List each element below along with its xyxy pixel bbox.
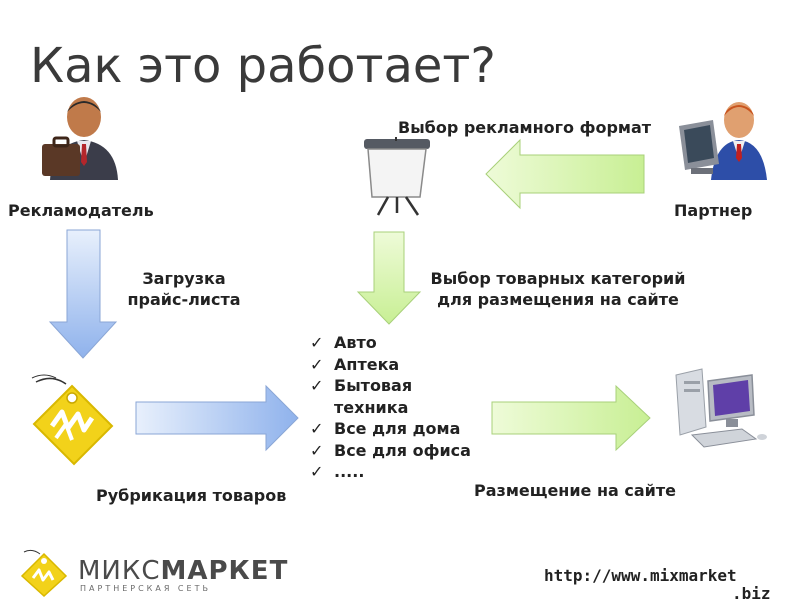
list-item: ✓Аптека (310, 354, 400, 374)
check-icon: ✓ (310, 354, 324, 374)
page-title: Как это работает? (30, 38, 496, 94)
category-checklist: ✓Авто ✓Аптека ✓Бытовая техника ✓Все для … (308, 332, 471, 483)
list-item: ✓..... (310, 462, 365, 481)
upload-label: Загрузка прайс-листа (127, 269, 241, 309)
check-icon: ✓ (310, 419, 324, 438)
arrow-partner-left (485, 138, 645, 210)
check-icon: ✓ (310, 462, 324, 481)
site-url-tail: .biz (732, 584, 771, 603)
check-icon: ✓ (310, 440, 324, 460)
rubrication-label: Рубрикация товаров (96, 486, 287, 505)
presentation-board-icon (364, 137, 430, 216)
ad-format-label: Выбор рекламного формат (398, 118, 652, 137)
brand-name: МИКСМАРКЕТ (78, 556, 289, 586)
brand-logo-icon (20, 549, 68, 598)
arrow-board-down (356, 231, 422, 325)
site-url-link[interactable]: http://www.mixmarket (544, 566, 737, 585)
computer-icon (675, 368, 767, 448)
brand-tagline: ПАРТНЕРСКАЯ СЕТЬ (80, 584, 211, 593)
partner-label: Партнер (674, 201, 753, 220)
price-tag-icon (31, 374, 114, 466)
placement-label: Размещение на сайте (474, 481, 677, 500)
arrow-placement-right (491, 384, 651, 452)
arrow-advertiser-down (48, 229, 118, 359)
advertiser-label: Рекламодатель (8, 201, 154, 220)
arrow-rubrication-right (135, 384, 299, 452)
list-item: ✓Все для дома (310, 419, 461, 438)
list-item: ✓Бытовая техника (310, 376, 413, 417)
list-item: ✓Все для офиса (310, 440, 471, 460)
category-select-label: Выбор товарных категорий для размещения … (430, 269, 686, 309)
partner-person-icon (679, 102, 767, 180)
advertiser-person-icon (42, 97, 118, 180)
check-icon: ✓ (310, 333, 324, 352)
check-icon: ✓ (310, 376, 324, 395)
list-item: ✓Авто (310, 333, 377, 352)
